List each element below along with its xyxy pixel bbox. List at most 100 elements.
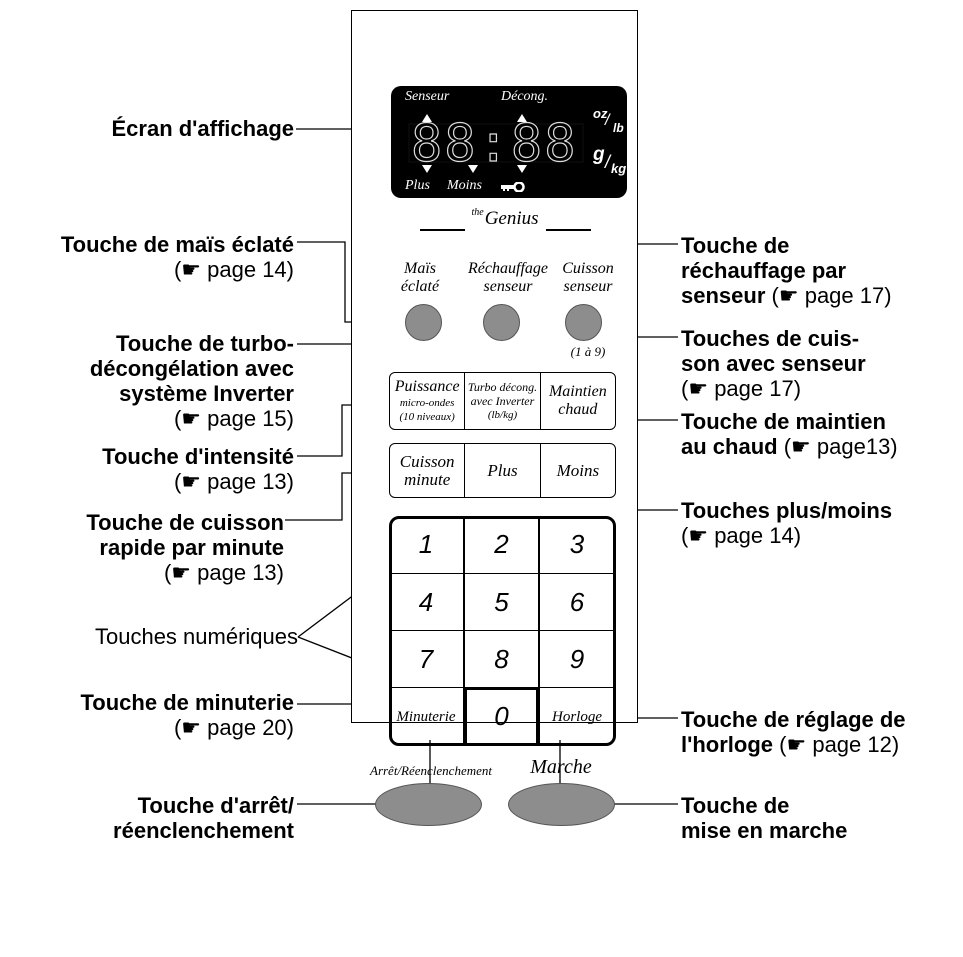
- callout-cuisson-minute: Touche de cuisson rapide par minute (☛ p…: [86, 510, 284, 585]
- maintien-chaud-button[interactable]: Maintien chaud: [539, 373, 615, 429]
- callout-plusmoins-2: page 14): [714, 523, 802, 548]
- callout-rech-3: senseur: [681, 283, 766, 308]
- label-range: (1 à 9): [570, 344, 606, 359]
- key-2[interactable]: 2: [464, 516, 539, 574]
- pointing-hand-icon: ☛: [181, 715, 202, 740]
- pointing-hand-icon: ☛: [181, 257, 202, 282]
- key-5[interactable]: 5: [464, 573, 539, 631]
- label-arret: Arrêt/Réenclenchement: [370, 763, 492, 778]
- callout-mais-2: page 14): [207, 257, 294, 282]
- label-turbo-2: avec Inverter: [470, 394, 535, 408]
- key-1[interactable]: 1: [389, 516, 464, 574]
- label-cuisson-senseur: Cuisson senseur: [548, 260, 628, 296]
- label-micro-ondes: micro-ondes: [399, 397, 455, 409]
- callout-turbo-4: page 15): [207, 406, 294, 431]
- label-marche: Marche: [530, 756, 592, 778]
- label-maintien-1: Maintien: [548, 383, 607, 400]
- callout-cuisson-minute-1: Touche de cuisson: [86, 510, 284, 535]
- callout-intensite-1: Touche d'intensité: [102, 444, 294, 469]
- label-niveaux: (10 niveaux): [399, 411, 455, 423]
- unit-g: g: [593, 144, 605, 165]
- display-arrows: [408, 114, 584, 173]
- cuisson-senseur-button[interactable]: [565, 304, 602, 341]
- callout-horloge-2b: page 12): [812, 732, 900, 757]
- label-turbo-1: Turbo décong.: [467, 380, 538, 394]
- label-mais-2: éclaté: [400, 278, 440, 295]
- callout-numeriques-text: Touches numériques: [94, 624, 298, 649]
- brand-line-left: [420, 229, 465, 231]
- callout-rech-2: réchauffage par: [681, 258, 847, 283]
- callout-horloge: Touche de réglage de l'horloge (☛ page 1…: [681, 707, 906, 757]
- arrow-down-icon: [517, 165, 527, 173]
- cuisson-minute-button[interactable]: Cuisson minute: [390, 444, 464, 497]
- callout-minuterie-2: page 20): [207, 715, 294, 740]
- callout-cuisson-minute-3: page 13): [197, 560, 284, 585]
- pointing-hand-icon: ☛: [181, 469, 202, 494]
- callout-numeriques: Touches numériques: [95, 624, 298, 649]
- callout-arret: Touche d'arrêt/ réenclenchement: [113, 793, 294, 843]
- pointing-hand-icon: ☛: [778, 283, 799, 308]
- label-cuisson-senseur-1: Cuisson: [562, 260, 614, 277]
- callout-marche-1: Touche de: [681, 793, 790, 818]
- arret-reenclenchement-button[interactable]: [375, 783, 482, 826]
- key-4[interactable]: 4: [389, 573, 464, 631]
- key-6[interactable]: 6: [539, 573, 614, 631]
- callout-mais: Touche de maïs éclaté (☛ page 14): [61, 232, 294, 282]
- callout-marche-2: mise en marche: [681, 818, 848, 843]
- unit-slash: /: [605, 112, 610, 129]
- turbo-decong-button[interactable]: Turbo décong. avec Inverter (lb/kg): [464, 373, 539, 429]
- callout-cuis-sens-2: son avec senseur: [681, 351, 866, 376]
- paren: (: [681, 376, 689, 401]
- horloge-button[interactable]: Horloge: [539, 687, 614, 746]
- callout-arret-1: Touche d'arrêt/: [137, 793, 294, 818]
- plus-button[interactable]: Plus: [464, 444, 539, 497]
- moins-button[interactable]: Moins: [539, 444, 615, 497]
- paren: (: [173, 715, 182, 740]
- display-plus: Plus: [405, 178, 430, 193]
- display-screen: Senseur Décong. 88:88 oz / lb g / kg Plu…: [391, 86, 627, 198]
- callout-rech-1: Touche de: [681, 233, 790, 258]
- callout-cuisson-senseur: Touches de cuis- son avec senseur (☛ pag…: [681, 326, 866, 401]
- callout-minuterie-1: Touche de minuterie: [80, 690, 294, 715]
- callout-cuis-sens-1: Touches de cuis-: [681, 326, 860, 351]
- pointing-hand-icon: ☛: [688, 376, 709, 401]
- paren: (: [783, 434, 792, 459]
- minuterie-button[interactable]: Minuterie: [389, 687, 464, 746]
- callout-maintien-1: Touche de maintien: [681, 409, 886, 434]
- display-moins: Moins: [447, 178, 482, 193]
- callout-intensite: Touche d'intensité (☛ page 13): [102, 444, 294, 494]
- marche-button[interactable]: [508, 783, 615, 826]
- function-row-2: Cuisson minute Plus Moins: [389, 443, 616, 498]
- label-cuisson-senseur-2: senseur: [563, 278, 613, 295]
- mais-eclate-button[interactable]: [405, 304, 442, 341]
- key-3[interactable]: 3: [539, 516, 614, 574]
- callout-mais-1: Touche de maïs éclaté: [60, 232, 294, 257]
- display-decong: Décong.: [501, 89, 549, 104]
- callout-marche: Touche de mise en marche: [681, 793, 847, 843]
- paren: (: [173, 406, 182, 431]
- key-7[interactable]: 7: [389, 630, 464, 688]
- pointing-hand-icon: ☛: [171, 560, 192, 585]
- unit-lb: lb: [613, 121, 624, 135]
- paren: (: [681, 523, 689, 548]
- arrow-down-icon: [422, 165, 432, 173]
- callout-plusmoins: Touches plus/moins (☛ page 14): [681, 498, 892, 548]
- callout-ecran-text: Écran d'affichage: [111, 116, 294, 141]
- label-puissance: Puissance: [394, 378, 460, 395]
- arrow-up-icon: [422, 114, 432, 122]
- paren: (: [173, 469, 182, 494]
- label-maintien-2: chaud: [558, 401, 598, 418]
- display-digits: 88:88: [410, 114, 578, 174]
- key-0[interactable]: 0: [464, 687, 539, 746]
- puissance-button[interactable]: Puissance micro-ondes (10 niveaux): [390, 373, 464, 429]
- key-icon: [501, 182, 525, 192]
- label-turbo-3: (lb/kg): [487, 409, 518, 421]
- key-9[interactable]: 9: [539, 630, 614, 688]
- paren: (: [173, 257, 182, 282]
- arrow-down-icon: [468, 165, 478, 173]
- key-8[interactable]: 8: [464, 630, 539, 688]
- callout-maintien: Touche de maintien au chaud (☛ page13): [681, 409, 898, 459]
- rechauffage-senseur-button[interactable]: [483, 304, 520, 341]
- pointing-hand-icon: ☛: [786, 732, 807, 757]
